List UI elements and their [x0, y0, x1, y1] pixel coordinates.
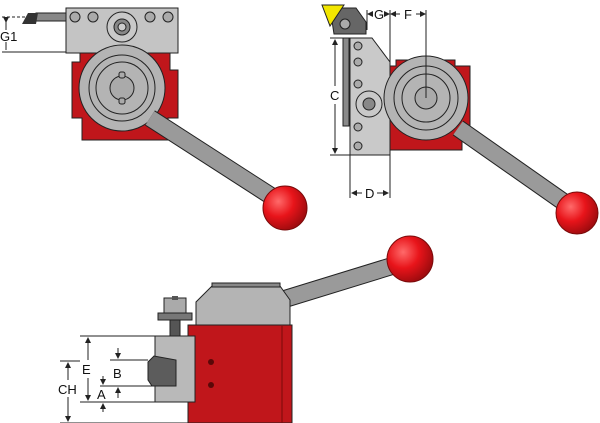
dimension-a: A — [97, 376, 106, 412]
top-cap — [195, 285, 291, 327]
clamp-nut — [163, 297, 187, 314]
label-ch: CH — [58, 382, 77, 397]
insert-yellow — [321, 4, 345, 28]
dimension-d: D — [349, 155, 391, 201]
label-g1: G1 — [0, 29, 17, 44]
dimension-ch: CH — [58, 360, 188, 423]
tool-shank — [342, 37, 350, 127]
boring-bar — [35, 12, 67, 22]
handle-ball — [262, 185, 308, 231]
dimension-g1: G1 — [0, 16, 66, 53]
label-g: G — [374, 7, 384, 22]
label-e: E — [82, 362, 91, 377]
dimension-c: C — [330, 37, 350, 156]
clamp-washer — [157, 312, 193, 321]
holder-screws — [353, 41, 363, 151]
boring-tool-tip — [22, 13, 38, 24]
red-body — [187, 324, 293, 423]
label-f: F — [404, 7, 412, 22]
tool-insert — [147, 355, 177, 387]
holder-screws — [69, 11, 174, 23]
view-side: E CH B A — [58, 235, 434, 423]
handle-ball — [386, 235, 434, 283]
dimension-b: B — [100, 348, 152, 398]
view-top-boring-holder: G1 — [0, 7, 308, 231]
view-top-turning-holder: G F C D — [321, 4, 599, 235]
label-b: B — [113, 366, 122, 381]
label-a: A — [97, 387, 106, 402]
handle-ball — [555, 191, 599, 235]
clamp-stud — [169, 317, 181, 337]
dimension-g-f: G F — [366, 7, 427, 98]
label-c: C — [330, 88, 339, 103]
label-d: D — [365, 186, 374, 201]
dimension-e: E — [80, 335, 155, 403]
